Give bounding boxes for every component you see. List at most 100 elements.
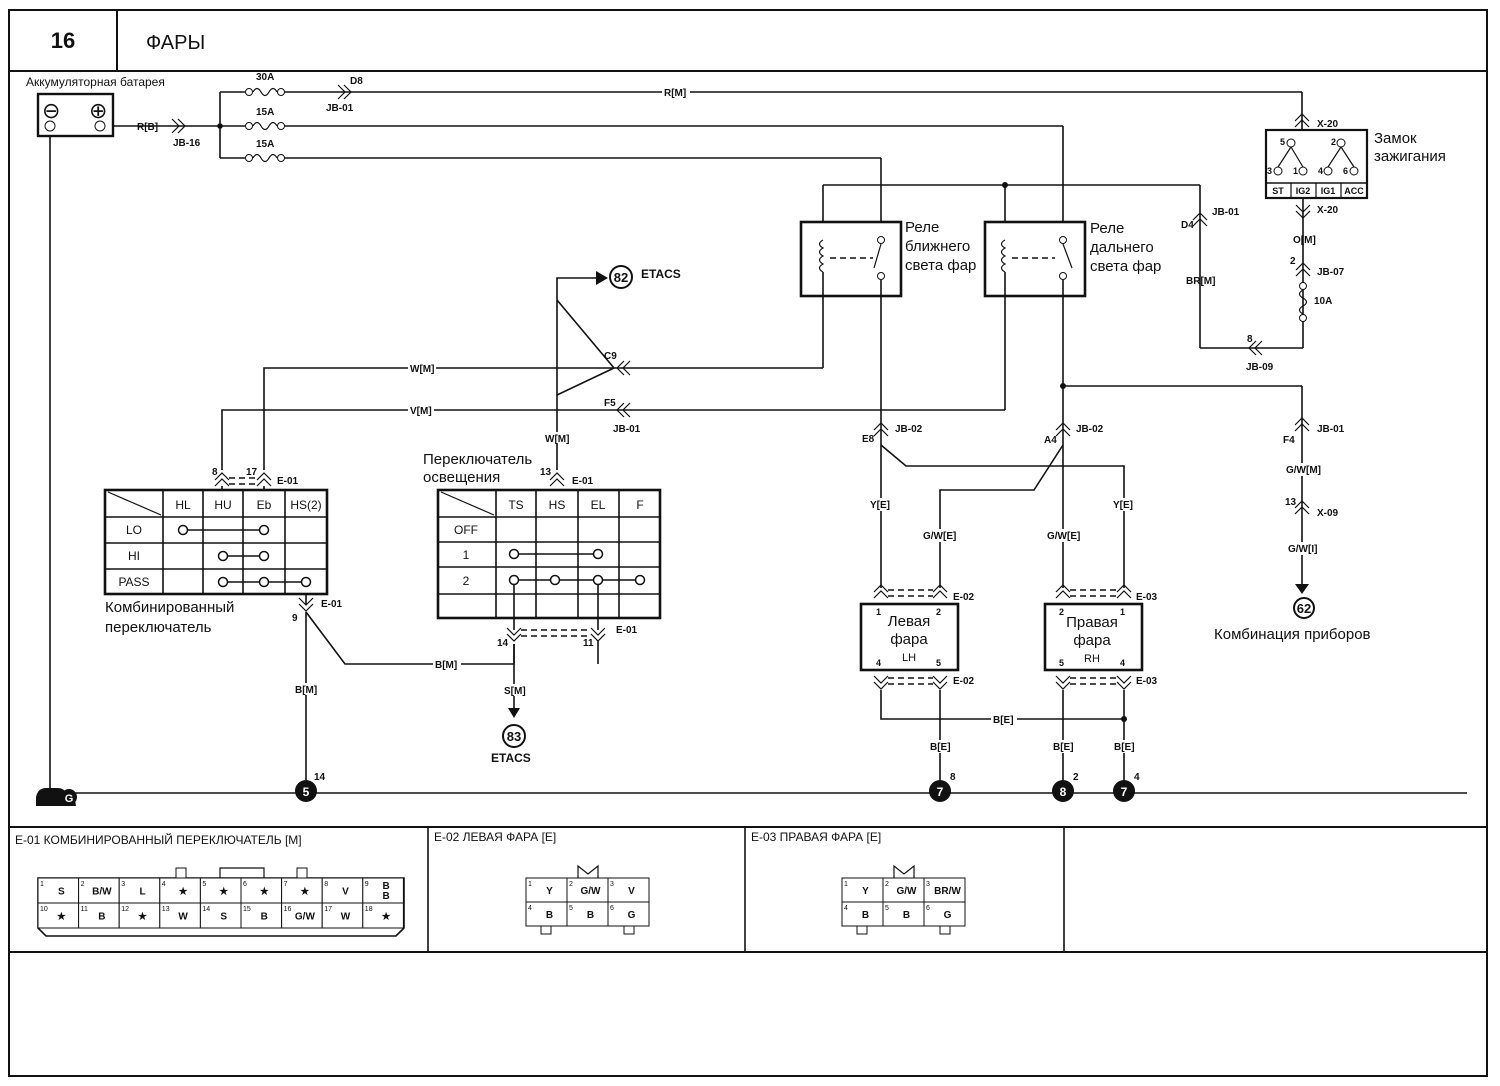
- label-bg: [543, 432, 571, 444]
- fuse-terminal: [277, 154, 285, 162]
- contact: [1286, 138, 1296, 148]
- left-headlamp-label: Левая: [888, 613, 930, 630]
- connector-pin-cell: [923, 877, 966, 903]
- connector-symbol: [337, 84, 352, 100]
- light-row-header: OFF: [454, 523, 478, 537]
- connector-pin-cell: [841, 901, 884, 927]
- left-headlamp-label: фара: [890, 631, 928, 648]
- connector-label: D8: [350, 76, 363, 87]
- connector-pin-number: 4: [844, 905, 848, 912]
- arrow-icon: [596, 271, 608, 285]
- connector-label: 11: [583, 638, 594, 649]
- contact: [877, 236, 885, 244]
- connector-label: JB-16: [173, 138, 201, 149]
- battery-terminal: [44, 120, 56, 132]
- connector-label: D4: [1181, 220, 1194, 231]
- fuse-10a: [1298, 289, 1308, 315]
- wire-label: BR[M]: [1186, 276, 1215, 287]
- wire-label: B[E]: [1053, 742, 1074, 753]
- ground-label: 8: [1060, 785, 1067, 799]
- combo-col-header: Eb: [257, 498, 272, 512]
- connector-pin-color: B/W: [92, 887, 112, 898]
- wire-label: R[M]: [664, 88, 686, 99]
- connector-label: X-20: [1317, 119, 1339, 130]
- connector-pin-number: 4: [162, 881, 166, 888]
- relay-coil: [818, 239, 825, 273]
- connector-label: JB-01: [613, 424, 641, 435]
- label-bg: [1045, 529, 1085, 542]
- connector-symbol: [214, 472, 272, 487]
- connector-pin-number: 3: [610, 881, 614, 888]
- pin-number: 5: [1280, 137, 1285, 147]
- connector-label: JB-01: [326, 103, 354, 114]
- pin-number: 3: [1267, 166, 1272, 176]
- ground-point-icon: [1113, 780, 1135, 802]
- connector-symbol: [1294, 417, 1310, 432]
- connector-label: JB-09: [1246, 362, 1274, 373]
- wire-label: B[E]: [1114, 742, 1135, 753]
- connector-label: JB-02: [1076, 424, 1104, 435]
- connector-pin-number: 15: [243, 906, 251, 913]
- connector-label: JB-07: [1317, 267, 1345, 278]
- combo-col-header: HS(2): [290, 498, 321, 512]
- pin-number: 2: [1059, 607, 1064, 617]
- fuse-terminal: [277, 88, 285, 96]
- connector-pin-cell: [199, 877, 242, 904]
- connector-pin-number: 3: [926, 881, 930, 888]
- ground-point-icon: [1052, 780, 1074, 802]
- connector-pin-color: B: [261, 912, 268, 923]
- connector-pin-color: ★: [260, 887, 269, 898]
- connector-pin-color: G/W: [295, 912, 316, 923]
- fuse-terminal: [1299, 282, 1307, 290]
- wire-label: O[M]: [1293, 235, 1316, 246]
- connector-label: 2: [1290, 256, 1296, 267]
- connector-symbol: [1294, 500, 1310, 515]
- pin-number: 5: [936, 658, 941, 668]
- label-bg: [991, 713, 1017, 726]
- connector-pin-cell: [882, 877, 925, 903]
- connector-pin-number: 2: [885, 881, 889, 888]
- battery-label: Аккумуляторная батарея: [26, 75, 165, 89]
- connector-pin-cell: [607, 901, 650, 927]
- connector-label: 13: [1285, 497, 1297, 508]
- fuse-15a: [252, 153, 278, 163]
- battery-negative-icon: ⊖: [42, 98, 60, 123]
- label-bg: [408, 404, 434, 416]
- ignition-switch-label: зажигания: [1374, 148, 1446, 165]
- connector-symbol: [506, 627, 606, 642]
- connector-pin-number: 12: [121, 906, 129, 913]
- wire-label: B[E]: [993, 715, 1014, 726]
- wire-label: B[E]: [930, 742, 951, 753]
- connector-label: 8: [212, 467, 218, 478]
- e03-key: [893, 864, 915, 878]
- connector-pin-color: V: [628, 886, 635, 897]
- connector-label: JB-01: [1212, 207, 1240, 218]
- ground-label: G: [65, 793, 74, 805]
- connector-symbol: [873, 584, 948, 599]
- connector-label: F4: [1283, 435, 1295, 446]
- connector-label: E-03: [1136, 592, 1158, 603]
- left-headlamp: [859, 602, 960, 672]
- combo-switch-label: Комбинированный: [105, 599, 234, 616]
- connector-pin-number: 1: [528, 881, 532, 888]
- high-beam-relay: [983, 220, 1087, 298]
- e02-latch: [540, 925, 552, 935]
- ground-pin: 14: [314, 772, 326, 783]
- ignition-switch-label: Замок: [1374, 130, 1417, 147]
- combo-col-header: HU: [214, 498, 231, 512]
- connector-pin-color: W: [178, 912, 188, 923]
- connector-symbol: [1192, 212, 1208, 227]
- contact: [1323, 166, 1333, 176]
- ground-label: 7: [1121, 785, 1128, 799]
- wire: [263, 367, 823, 470]
- connector-pin-cell: [159, 877, 201, 904]
- connector-symbol: [873, 422, 889, 437]
- connector-pin-color: ★: [138, 912, 147, 923]
- connector-pin-color: B: [903, 910, 910, 921]
- connector-pin-number: 5: [202, 881, 206, 888]
- connector-label: JB-02: [895, 424, 923, 435]
- label-bg: [293, 683, 321, 695]
- connector-pin-cell: [159, 902, 201, 929]
- contact: [1273, 166, 1283, 176]
- pin-number: 4: [1318, 166, 1323, 176]
